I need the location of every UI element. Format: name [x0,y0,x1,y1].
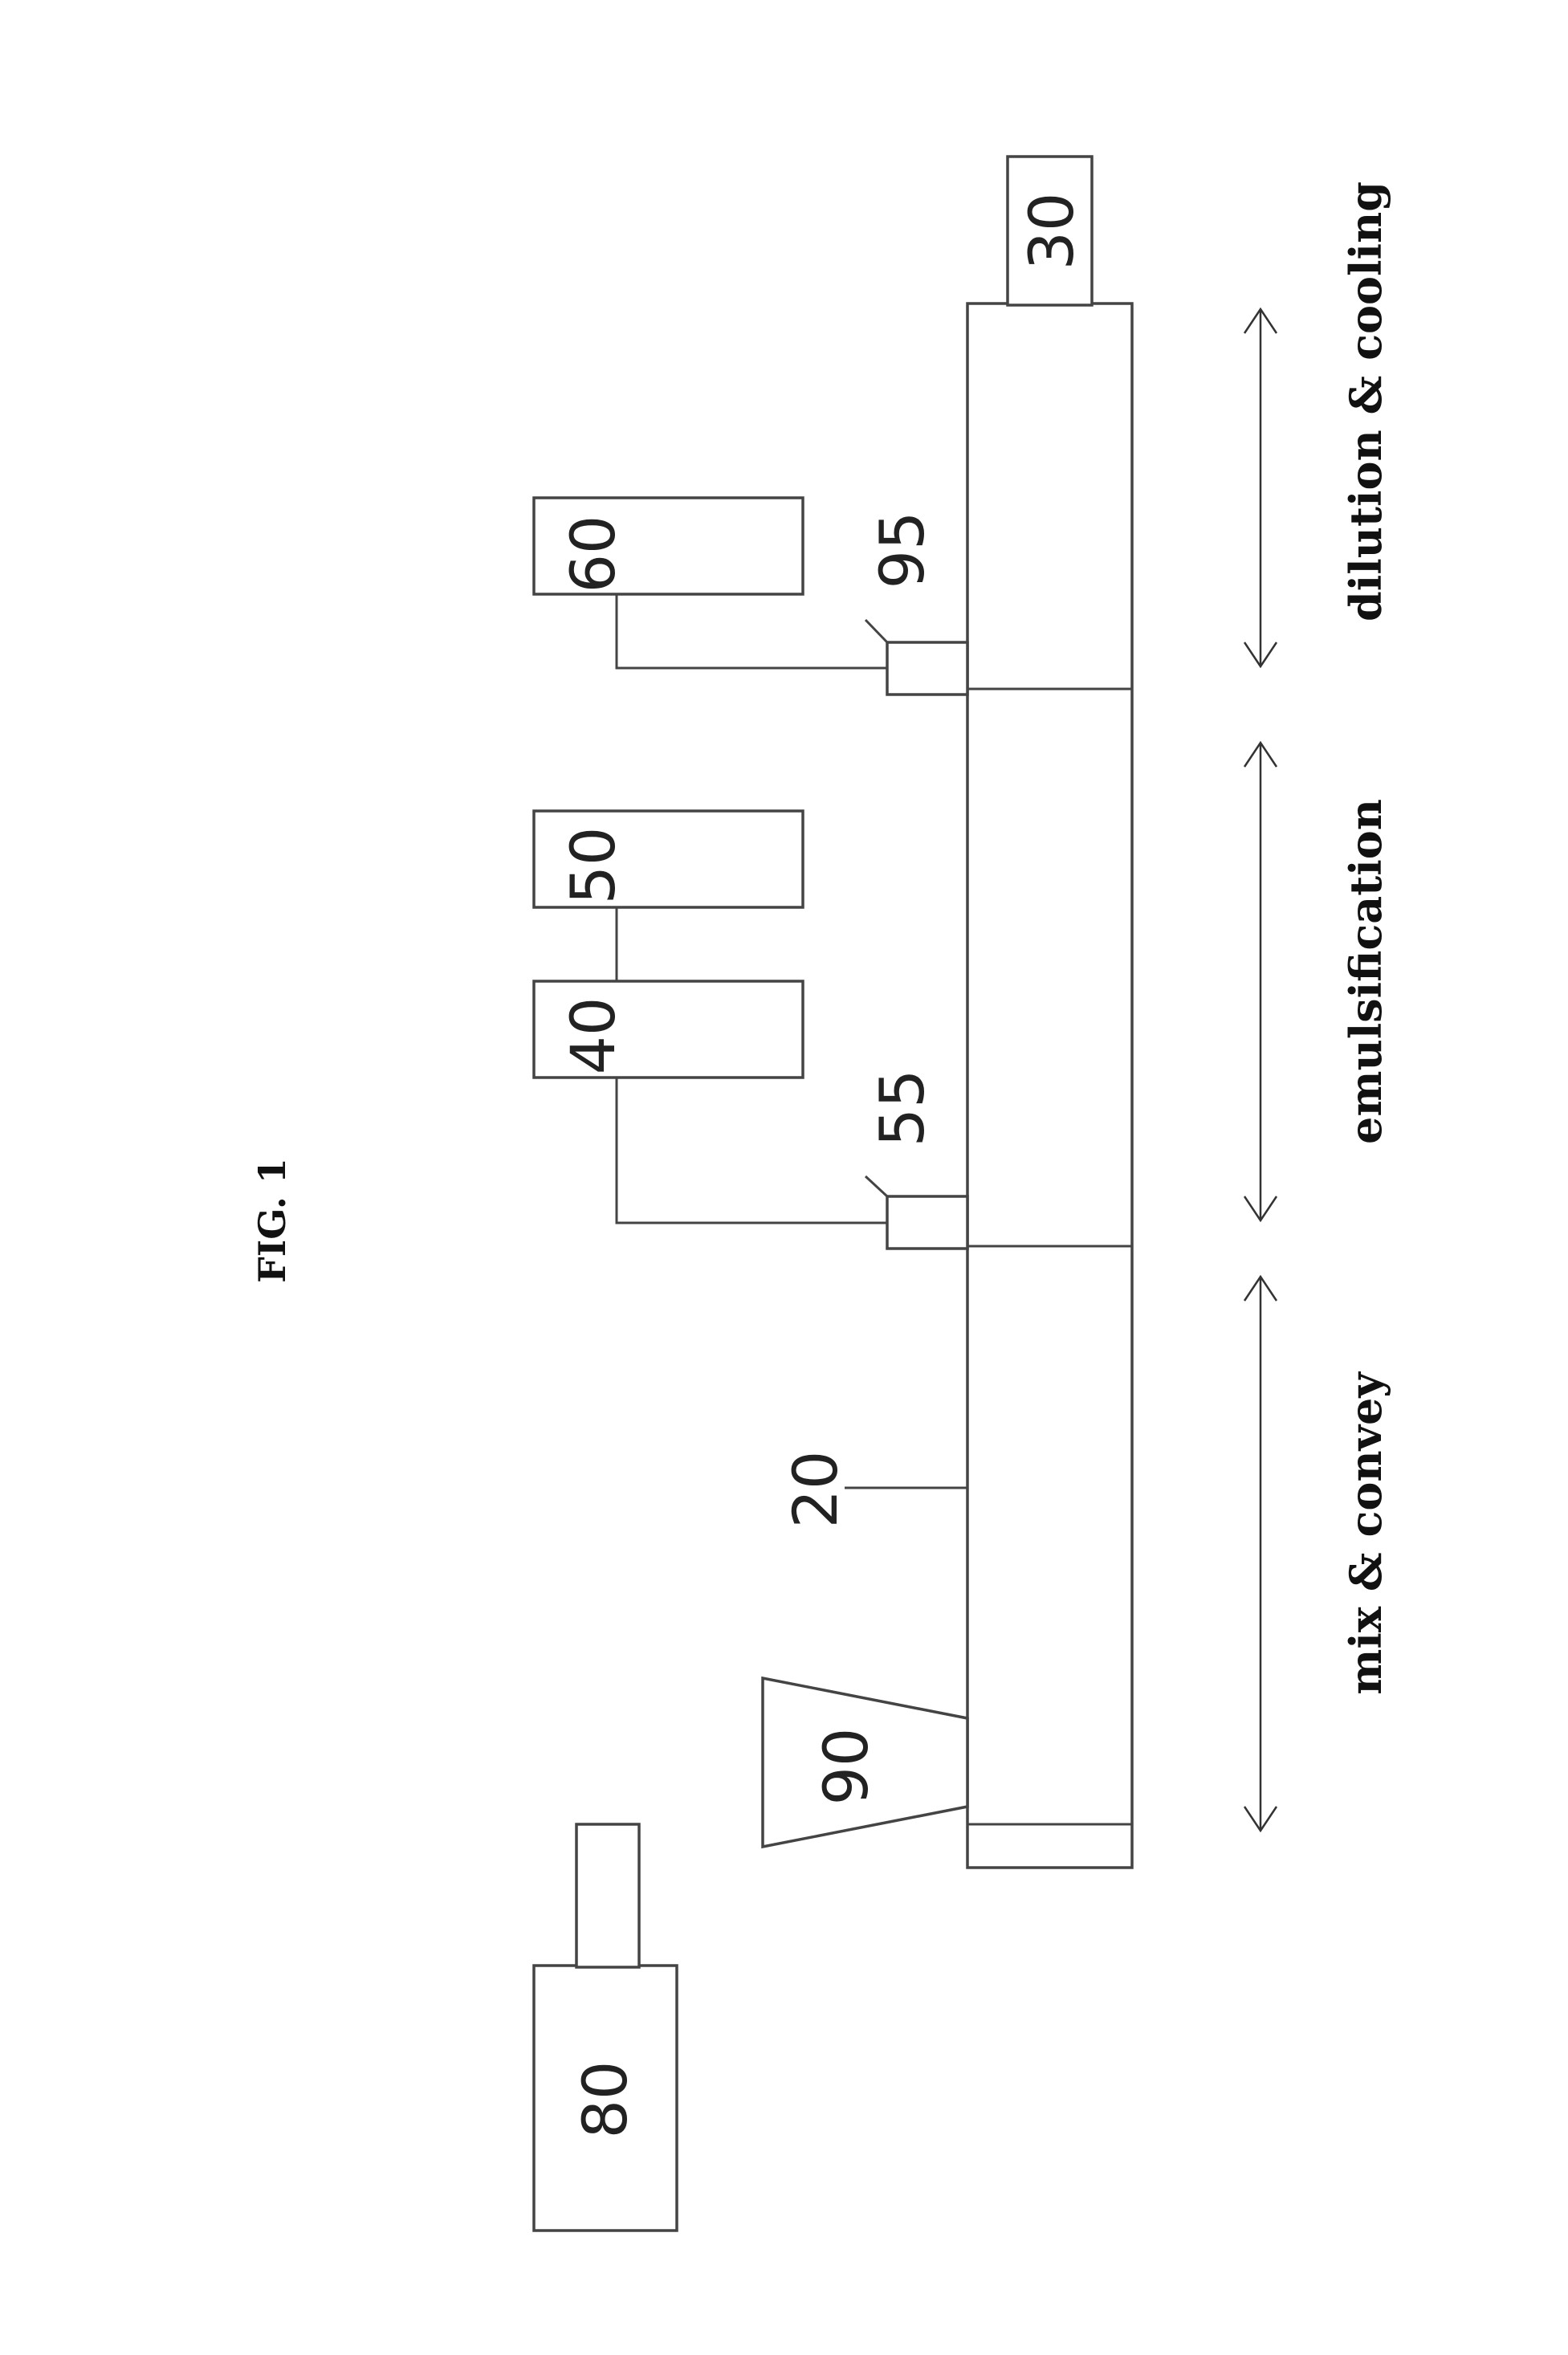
injection-port-55 [887,1196,967,1249]
figure-title: FIG. 1 [250,1158,294,1283]
port-95-leader [865,620,887,642]
component-30-label: 30 [1016,193,1087,271]
zone-arrow-emulsification [1244,743,1277,1220]
injection-port-95 [887,642,967,695]
port-55-label: 55 [866,1070,938,1147]
component-80-shaft [576,1824,639,1967]
component-90-label: 90 [810,1728,882,1806]
feed-line-40-to-55 [617,1078,887,1223]
zone-arrow-mix [1244,1277,1277,1831]
component-50-label: 50 [557,827,629,905]
extruder-barrel [967,304,1132,1868]
feed-line-60-to-95 [617,594,887,668]
zone-label-mix: mix & convey [1340,1371,1391,1695]
port-95-label: 95 [866,511,938,589]
component-20-label: 20 [780,1451,851,1529]
zone-label-emulsification: emulsification [1340,799,1391,1144]
zone-arrow-dilution [1244,309,1277,666]
component-80-label: 80 [569,2061,641,2139]
component-40-label: 40 [557,997,629,1075]
port-55-leader [865,1176,887,1196]
component-60-label: 60 [557,515,629,593]
zone-label-dilution: dilution & cooling [1340,181,1391,621]
